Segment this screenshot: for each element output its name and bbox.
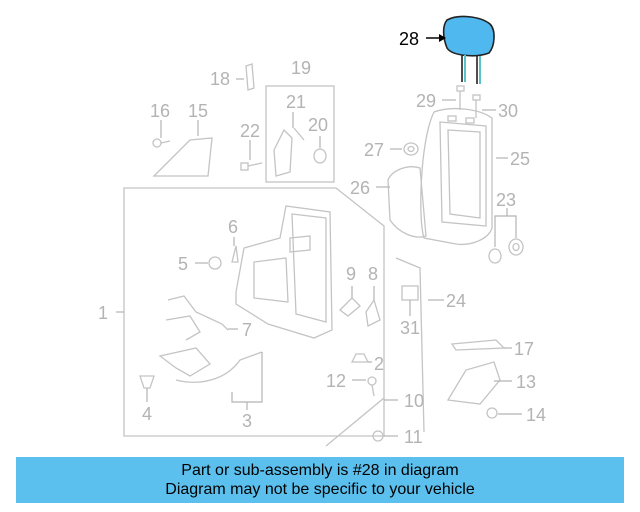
rod-part-10[interactable]	[325, 397, 385, 447]
callout-8[interactable]: 8	[368, 264, 378, 284]
screw-part-11[interactable]	[372, 430, 384, 442]
callout-27[interactable]: 27	[364, 140, 384, 160]
callout-19[interactable]: 19	[291, 58, 311, 78]
callout-28[interactable]: 28	[399, 29, 419, 49]
guide-part-29[interactable]	[456, 85, 465, 110]
cable-part-24[interactable]	[395, 257, 425, 433]
seat-assembly-box-1	[123, 187, 385, 437]
callout-1[interactable]: 1	[98, 303, 108, 323]
bolt-part-12[interactable]	[367, 376, 377, 397]
callout-30[interactable]: 30	[498, 101, 518, 121]
nut-part-2[interactable]	[350, 353, 370, 363]
callout-6[interactable]: 6	[228, 217, 238, 237]
seat-frame-part-26[interactable]	[387, 166, 427, 238]
pin-part-6[interactable]	[231, 245, 239, 263]
bracket-part-9[interactable]	[339, 297, 361, 317]
grommet-part-27[interactable]	[403, 142, 419, 156]
callout-14[interactable]: 14	[526, 405, 546, 425]
callout-5[interactable]: 5	[178, 254, 188, 274]
callout-3[interactable]: 3	[242, 411, 252, 431]
bracket-part-18[interactable]	[245, 63, 255, 91]
screw-part-14[interactable]	[486, 407, 498, 419]
callout-21[interactable]: 21	[286, 92, 306, 112]
info-banner: Part or sub-assembly is #28 in diagram D…	[16, 457, 624, 503]
callout-29[interactable]: 29	[416, 91, 436, 111]
callout-16[interactable]: 16	[150, 101, 170, 121]
callout-2[interactable]: 2	[374, 354, 384, 374]
guide-part-30[interactable]	[472, 94, 481, 118]
callout-22[interactable]: 22	[240, 121, 260, 141]
callout-26[interactable]: 26	[350, 178, 370, 198]
seat-frame-inner	[235, 205, 333, 339]
callout-12[interactable]: 12	[326, 371, 346, 391]
banner-line-1: Part or sub-assembly is #28 in diagram	[181, 462, 459, 479]
callout-25[interactable]: 25	[510, 149, 530, 169]
strip-part-17[interactable]	[450, 339, 506, 351]
callout-7[interactable]: 7	[242, 320, 252, 340]
cover-part-15[interactable]	[152, 137, 213, 177]
cable-part-7[interactable]	[165, 295, 229, 341]
leader-28-arrow	[439, 34, 446, 42]
bumper-part-23[interactable]	[488, 238, 524, 264]
seat-back-part-25[interactable]	[420, 107, 493, 246]
clip-part-4[interactable]	[139, 375, 155, 389]
callout-31[interactable]: 31	[400, 318, 420, 338]
callout-24[interactable]: 24	[446, 291, 466, 311]
callout-15[interactable]: 15	[188, 101, 208, 121]
leader-lines	[116, 78, 522, 437]
callout-23[interactable]: 23	[496, 190, 516, 210]
callout-18[interactable]: 18	[210, 69, 230, 89]
headrest-part-28[interactable]	[442, 15, 495, 84]
latch-part-21[interactable]	[273, 127, 305, 177]
callout-11[interactable]: 11	[404, 427, 423, 447]
bracket-part-8[interactable]	[365, 298, 381, 327]
cover-part-13[interactable]	[446, 361, 501, 405]
banner-line-2: Diagram may not be specific to your vehi…	[165, 481, 475, 498]
callout-10[interactable]: 10	[404, 391, 424, 411]
screw-part-16[interactable]	[152, 138, 171, 148]
callout-4[interactable]: 4	[142, 404, 152, 424]
anchor-part-31[interactable]	[401, 285, 419, 301]
callout-13[interactable]: 13	[516, 372, 536, 392]
bolt-part-22[interactable]	[240, 162, 263, 171]
callout-20[interactable]: 20	[308, 115, 328, 135]
callout-9[interactable]: 9	[346, 264, 356, 284]
nut-part-5[interactable]	[208, 256, 222, 270]
cable-part-3[interactable]	[158, 347, 263, 383]
callout-17[interactable]: 17	[514, 339, 534, 359]
bushing-part-20[interactable]	[313, 148, 327, 164]
sub-assembly-box-19	[265, 85, 335, 183]
